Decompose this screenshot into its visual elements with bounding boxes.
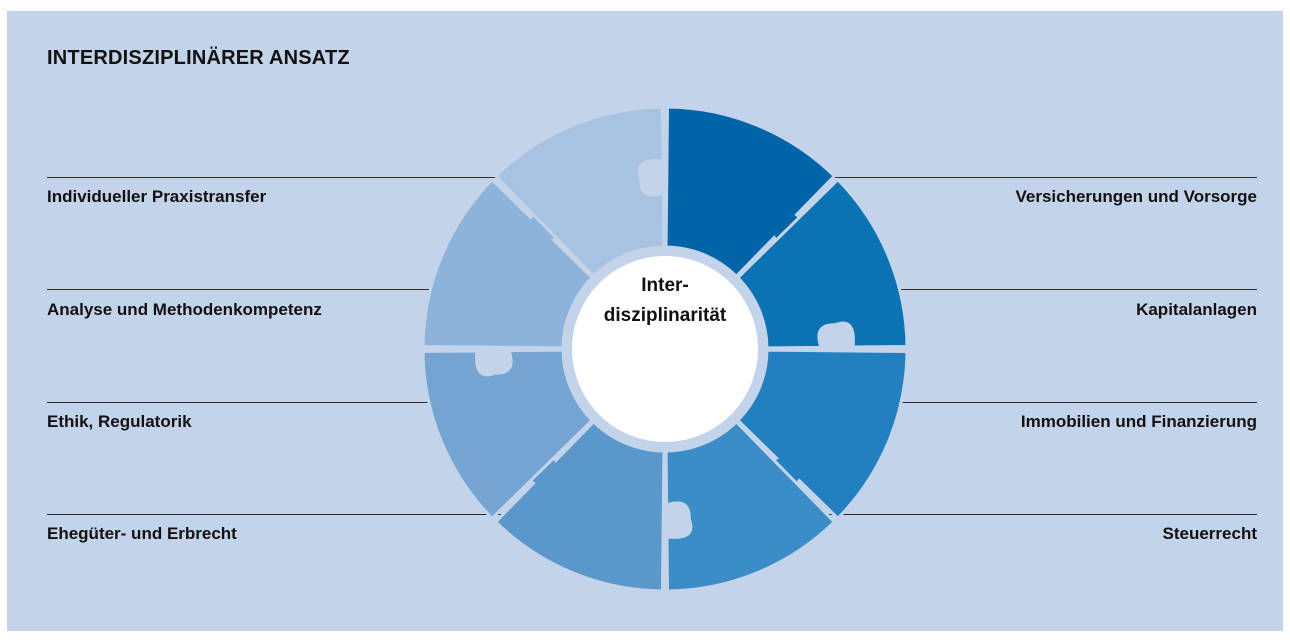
diagram-title: INTERDISZIPLINÄRER ANSATZ [47, 47, 350, 69]
center-label-line-2: disziplinarität [603, 305, 727, 326]
label-left-ethik-regulatorik: Ethik, Regulatorik [47, 412, 192, 431]
leader-line-left-3 [47, 402, 459, 403]
leader-line-right-1 [750, 177, 1257, 178]
center-label: Inter- disziplinarität [567, 203, 763, 399]
label-right-steuerrecht: Steuerrecht [1162, 524, 1257, 543]
center-disc [572, 256, 758, 442]
label-right-versicherungen-vorsorge: Versicherungen und Vorsorge [1015, 187, 1257, 206]
leader-line-left-4 [47, 514, 558, 515]
label-left-individueller-praxistransfer: Individueller Praxistransfer [47, 187, 267, 206]
label-right-immobilien-finanzierung: Immobilien und Finanzierung [1020, 412, 1257, 431]
center-label-line-1: Inter- [641, 275, 689, 296]
leader-line-right-4 [765, 514, 1257, 515]
leader-line-left-2 [47, 289, 468, 290]
leader-line-right-2 [871, 289, 1257, 290]
label-left-ehegueter-erbrecht: Ehegüter- und Erbrecht [47, 524, 237, 543]
label-right-kapitalanlagen: Kapitalanlagen [1136, 300, 1257, 319]
label-left-analyse-methodenkompetenz: Analyse und Methodenkompetenz [47, 300, 322, 319]
leader-line-left-1 [47, 177, 581, 178]
leader-line-right-3 [879, 402, 1257, 403]
